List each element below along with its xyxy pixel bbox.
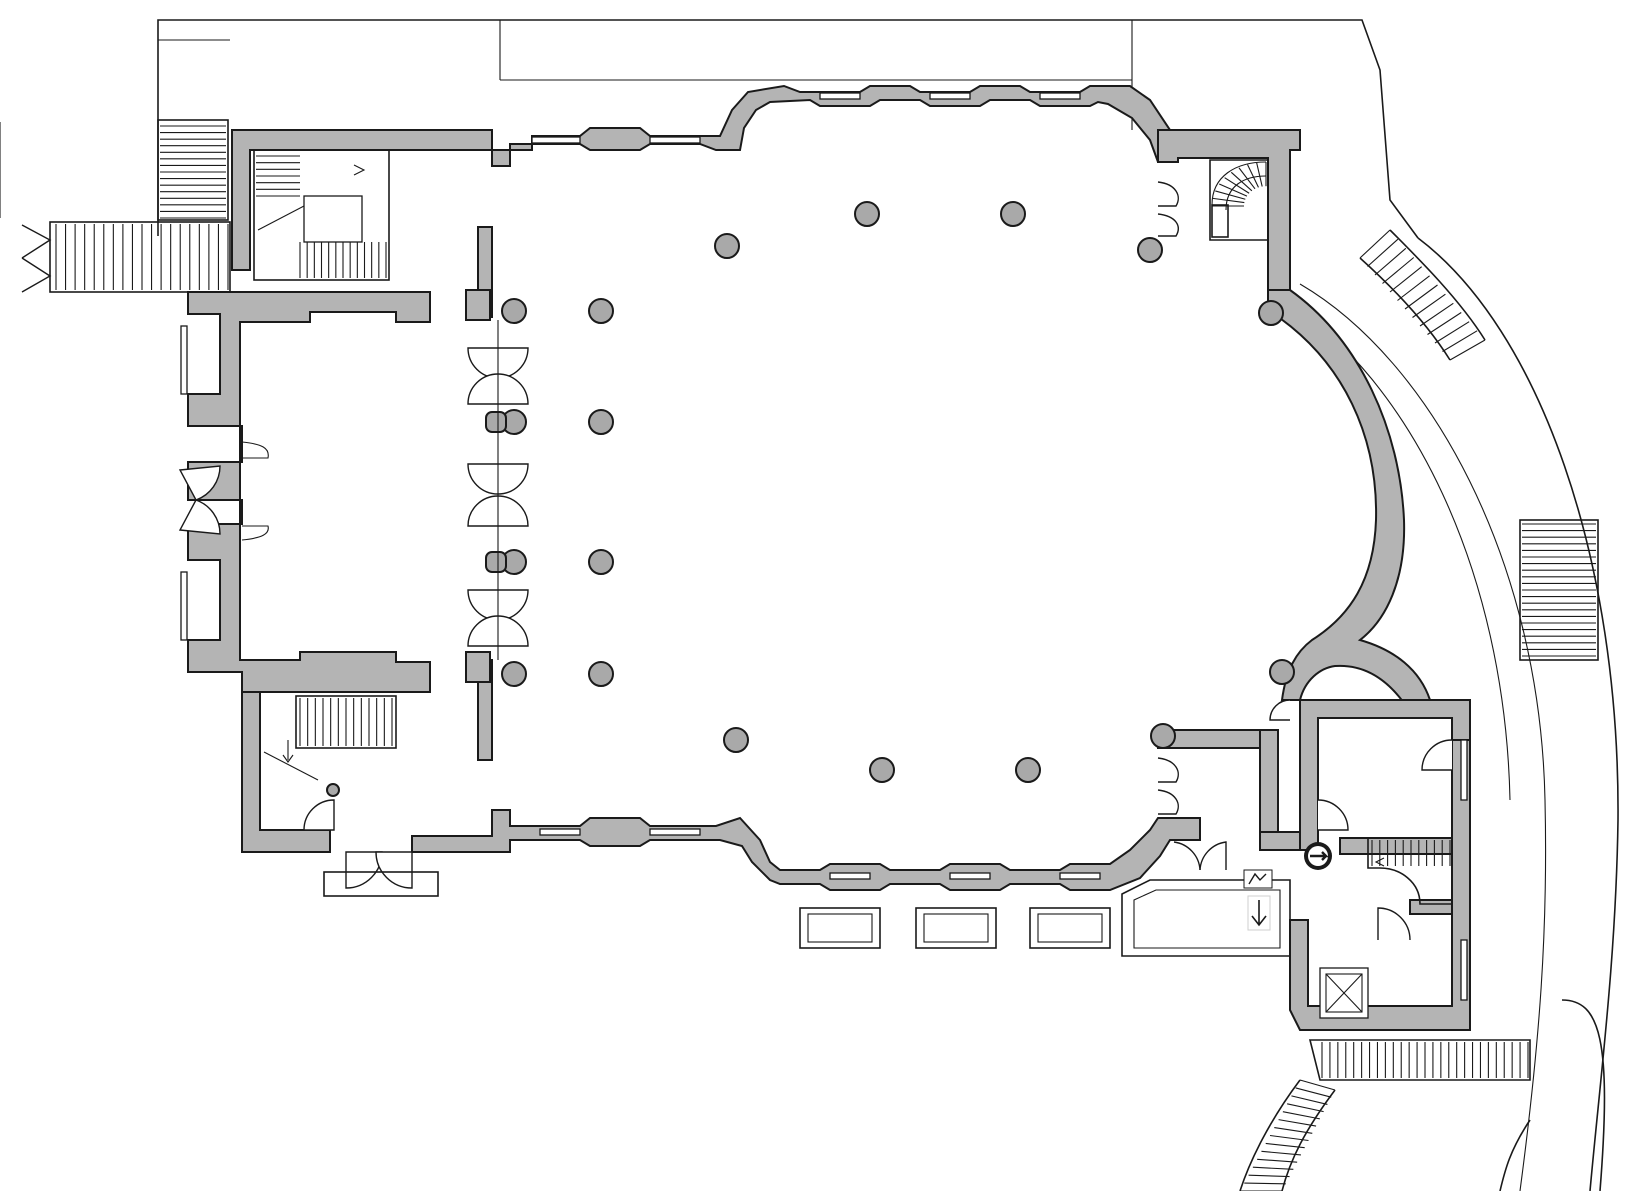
stair-east-spiral — [1367, 837, 1453, 905]
stair-tread — [1404, 284, 1438, 310]
window — [1460, 939, 1468, 1001]
window — [180, 571, 188, 641]
exterior-stair-south — [1239, 1039, 1531, 1191]
stair-tread — [1278, 1119, 1317, 1127]
stair-tread — [1212, 197, 1245, 204]
window — [649, 136, 701, 144]
stair-tread — [1238, 167, 1256, 190]
stair-tread — [1449, 339, 1486, 361]
down-arrow-icon — [1247, 895, 1271, 931]
south-window-bays — [799, 879, 1291, 957]
column — [588, 298, 614, 324]
window — [649, 828, 701, 836]
window — [1059, 872, 1101, 880]
stair-tread — [1261, 1150, 1301, 1156]
stair-tread — [1257, 1158, 1298, 1163]
column — [1137, 237, 1163, 263]
stair-tread — [1382, 257, 1415, 284]
windows — [180, 92, 1468, 1001]
doors — [178, 181, 1453, 941]
stair-tread — [1412, 293, 1446, 318]
stair-tread — [1265, 1142, 1305, 1149]
stair-tread — [1230, 171, 1253, 192]
window — [829, 872, 871, 880]
stair-tread — [1269, 1134, 1309, 1142]
column — [501, 661, 527, 687]
window — [1039, 92, 1081, 100]
window — [539, 828, 581, 836]
elevator-icon — [1319, 967, 1369, 1019]
stair-tread — [1434, 321, 1470, 344]
window — [949, 872, 991, 880]
window — [531, 136, 581, 144]
stair-northeast-spiral — [1209, 159, 1269, 241]
exterior-stair-east — [1519, 519, 1599, 661]
stair-tread — [1299, 1079, 1336, 1091]
columns — [485, 201, 1295, 783]
wheelchair-accessible-icon — [1304, 842, 1332, 870]
stair-tread — [1215, 190, 1246, 200]
column — [854, 201, 880, 227]
window — [180, 325, 188, 395]
stair-tread — [1256, 162, 1263, 187]
column — [1150, 723, 1176, 749]
stair-tread — [1247, 164, 1259, 188]
stair-tread — [1224, 177, 1250, 194]
exterior-stair-east-curved — [1359, 229, 1486, 361]
stair-tread — [1287, 1103, 1324, 1113]
stair-tread — [1244, 1182, 1286, 1185]
column — [588, 661, 614, 687]
fire-exit-sign-icon — [1243, 869, 1273, 889]
stair-tread — [1252, 1166, 1294, 1170]
stair-tread — [1295, 1087, 1332, 1098]
exterior-terrace — [157, 19, 1619, 1191]
column-pier — [485, 411, 507, 433]
column — [723, 727, 749, 753]
column — [714, 233, 740, 259]
stair-tread — [1219, 183, 1248, 197]
stair-northwest-interior — [253, 149, 390, 281]
stair-southwest-interior — [263, 695, 397, 797]
column — [1269, 659, 1295, 685]
stair-tread — [1427, 312, 1462, 335]
column — [1000, 201, 1026, 227]
column — [869, 757, 895, 783]
stair-tread — [1248, 1174, 1290, 1178]
column — [588, 409, 614, 435]
stair-tread — [1282, 1111, 1320, 1120]
stair-tread — [1359, 229, 1391, 259]
exterior-stair-northwest — [0, 119, 231, 293]
stair-tread — [1442, 330, 1478, 352]
column — [1015, 757, 1041, 783]
stair-tread — [1291, 1095, 1328, 1105]
stair-tread — [1419, 302, 1454, 327]
window — [929, 92, 971, 100]
column — [1258, 300, 1284, 326]
stair-tread — [1374, 247, 1407, 276]
stair-tread — [1397, 275, 1430, 301]
column-pier — [485, 551, 507, 573]
stair-tread — [1389, 266, 1423, 293]
stair-tread — [1367, 238, 1399, 267]
column — [588, 549, 614, 575]
main-hall-walls — [187, 84, 1471, 1031]
window — [819, 92, 861, 100]
column — [501, 298, 527, 324]
window — [1460, 739, 1468, 801]
stair-tread — [1274, 1127, 1313, 1134]
